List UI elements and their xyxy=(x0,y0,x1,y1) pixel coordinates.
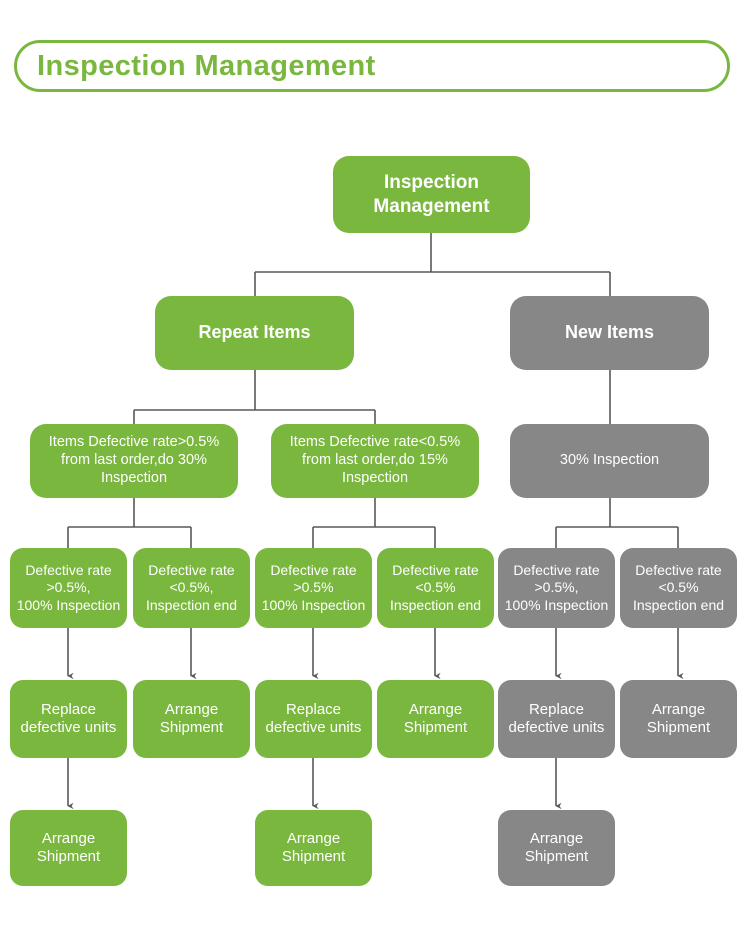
page-title: Inspection Management xyxy=(37,50,376,83)
node-defect-high-100-repeat-a[interactable]: Defective rate >0.5%, 100% Inspection xyxy=(10,548,127,628)
node-repeat-items[interactable]: Repeat Items xyxy=(155,296,354,370)
node-arrange-shipment-final-3[interactable]: Arrange Shipment xyxy=(498,810,615,886)
node-defect-low-end-new[interactable]: Defective rate <0.5% Inspection end xyxy=(620,548,737,628)
node-defect-high-100-new[interactable]: Defective rate >0.5%, 100% Inspection xyxy=(498,548,615,628)
node-inspection-management[interactable]: Inspection Management xyxy=(333,156,530,233)
node-arrange-shipment-2[interactable]: Arrange Shipment xyxy=(377,680,494,758)
node-repeat-low-defect[interactable]: Items Defective rate<0.5% from last orde… xyxy=(271,424,479,498)
node-defect-low-end-repeat-a[interactable]: Defective rate <0.5%, Inspection end xyxy=(133,548,250,628)
node-new-30-inspection[interactable]: 30% Inspection xyxy=(510,424,709,498)
node-arrange-shipment-3[interactable]: Arrange Shipment xyxy=(620,680,737,758)
node-replace-defective-units-1[interactable]: Replace defective units xyxy=(10,680,127,758)
node-defect-low-end-repeat-b[interactable]: Defective rate <0.5% Inspection end xyxy=(377,548,494,628)
node-replace-defective-units-2[interactable]: Replace defective units xyxy=(255,680,372,758)
node-replace-defective-units-3[interactable]: Replace defective units xyxy=(498,680,615,758)
page-header-banner: Inspection Management xyxy=(14,40,730,92)
node-arrange-shipment-1[interactable]: Arrange Shipment xyxy=(133,680,250,758)
node-repeat-high-defect[interactable]: Items Defective rate>0.5% from last orde… xyxy=(30,424,238,498)
node-new-items[interactable]: New Items xyxy=(510,296,709,370)
node-defect-high-100-repeat-b[interactable]: Defective rate >0.5% 100% Inspection xyxy=(255,548,372,628)
page-title-text: Inspection Management xyxy=(37,49,376,82)
node-arrange-shipment-final-2[interactable]: Arrange Shipment xyxy=(255,810,372,886)
node-arrange-shipment-final-1[interactable]: Arrange Shipment xyxy=(10,810,127,886)
